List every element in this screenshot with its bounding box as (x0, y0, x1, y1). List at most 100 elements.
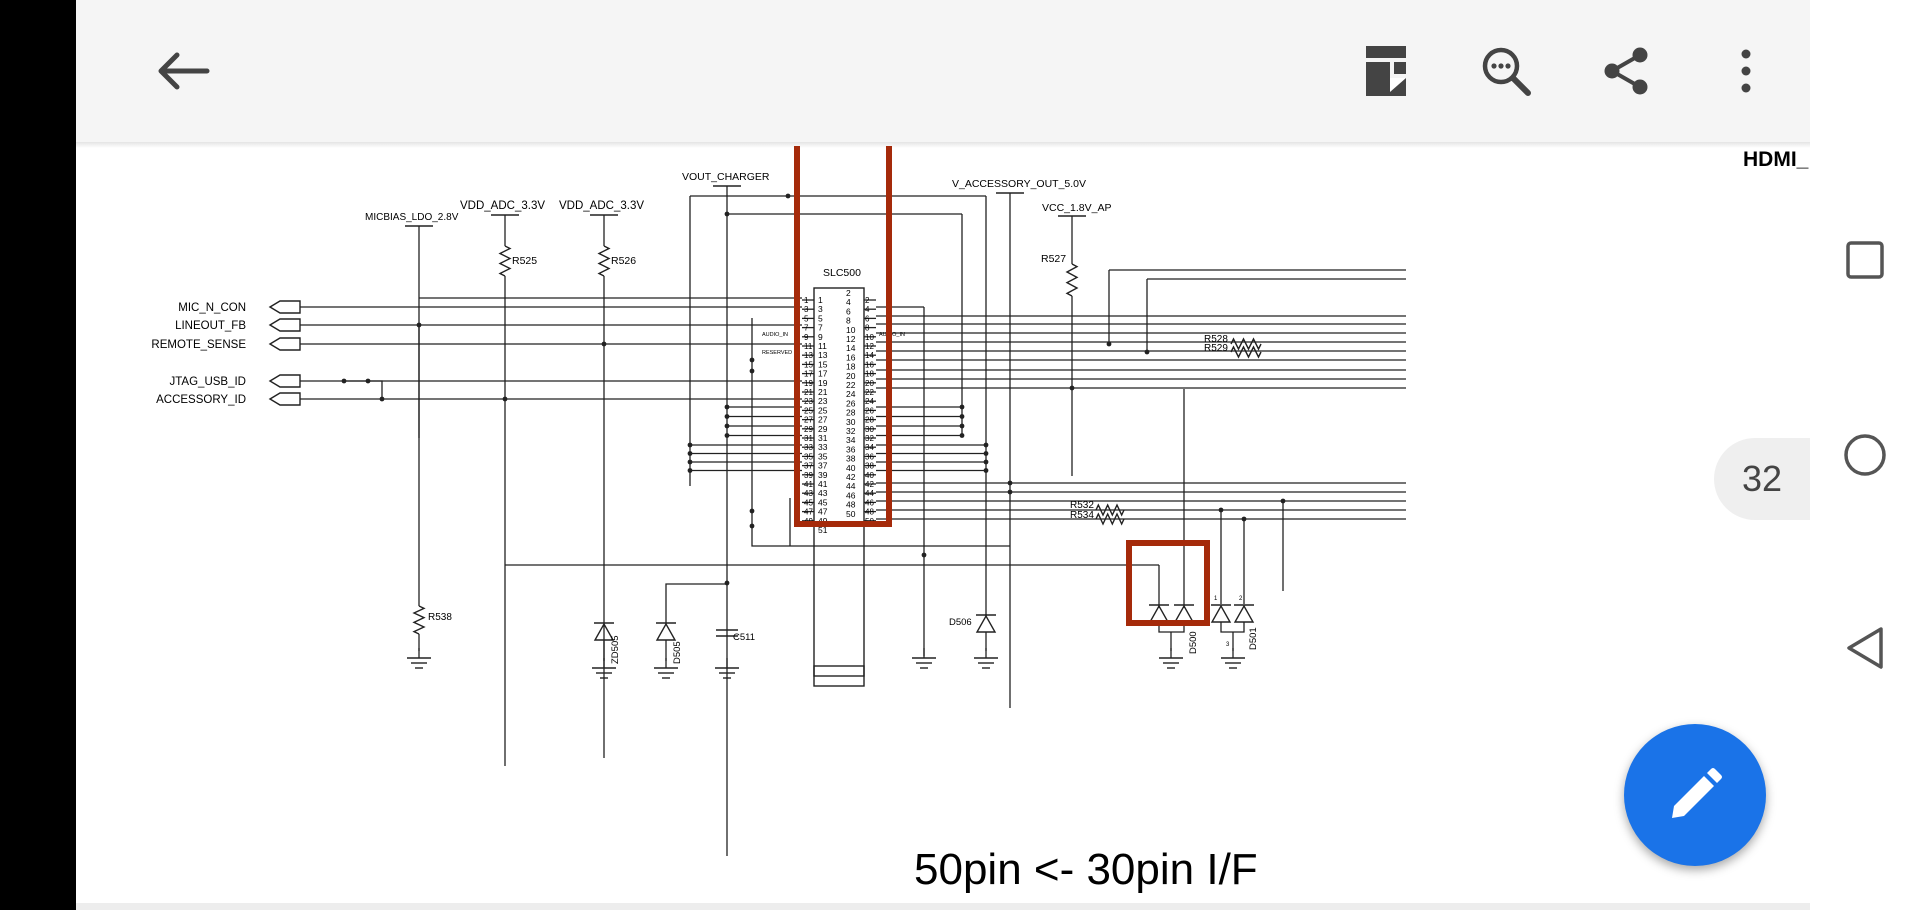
component-label-c511: C511 (733, 632, 755, 643)
ic-pin-left: 39 (818, 470, 828, 480)
resistor-label-r526: R526 (611, 255, 636, 267)
page-caption: 50pin <- 30pin I/F (914, 845, 1258, 894)
ic-pin-left: 7 (818, 323, 823, 333)
component-label-d501: D501 (1248, 627, 1259, 650)
ic-pin-left-outer: 43 (804, 489, 813, 498)
ic-pin-right-outer: 26 (865, 406, 874, 415)
nav-back-button[interactable] (1825, 608, 1905, 688)
ic-pin-right-outer: 30 (865, 425, 874, 434)
ic-pin-right-outer: 36 (865, 452, 874, 461)
connector-label-remote-sense: REMOTE_SENSE (151, 339, 246, 351)
ic-pin-left: 9 (818, 332, 823, 342)
ic-pin-right: 10 (846, 325, 856, 335)
component-label-zd505: ZD505 (610, 635, 621, 664)
ic-pin-left: 5 (818, 313, 823, 323)
ic-pin-left: 51 (818, 525, 828, 535)
back-button[interactable] (148, 35, 220, 107)
resistor-label-r529: R529 (1204, 343, 1228, 354)
edit-fab-button[interactable] (1624, 724, 1766, 866)
ic-pin-left-outer: 23 (804, 397, 813, 406)
ic-pin-right: 40 (846, 463, 856, 473)
ic-pin-right-outer: 34 (865, 443, 874, 452)
more-options-button[interactable] (1710, 35, 1782, 107)
highlight-box-diodes (1126, 540, 1210, 626)
ic-pin-left-outer: 3 (804, 305, 809, 314)
ic-pin-right: 20 (846, 371, 856, 381)
system-nav-bar (1810, 0, 1920, 910)
ic-pin-left: 21 (818, 387, 828, 397)
home-button[interactable] (1825, 415, 1905, 495)
ic-pin-left-outer: 13 (804, 351, 813, 360)
ic-pin-left-outer: 35 (804, 452, 813, 461)
connector-label-lineout-fb: LINEOUT_FB (175, 320, 246, 332)
share-icon (1604, 47, 1648, 95)
ic-pin-right-outer: 40 (865, 471, 874, 480)
net-label-vout-charger: VOUT_CHARGER (682, 171, 770, 183)
ic-pin-left: 19 (818, 378, 828, 388)
page-number-badge[interactable]: 32 (1714, 438, 1810, 520)
ic-pin-right: 46 (846, 490, 856, 500)
ic-pin-right-outer: 46 (865, 498, 874, 507)
resistor-label-r538: R538 (428, 612, 452, 623)
ic-pin-right: 36 (846, 444, 856, 454)
ic-pin-left: 45 (818, 497, 828, 507)
ic-pin-right: 44 (846, 481, 856, 491)
ic-pin-left-outer: 11 (804, 342, 813, 351)
ic-pin-right: 16 (846, 352, 856, 362)
net-label-micbias: MICBIAS_LDO_2.8V (365, 212, 459, 223)
diode-pin-3: 3 (1226, 642, 1230, 648)
ic-pin-left: 17 (818, 369, 828, 379)
ic-pin-left-outer: 9 (804, 333, 809, 342)
ic-pin-left-outer: 45 (804, 498, 813, 507)
net-label-vdd-adc-1: VDD_ADC_3.3V (460, 200, 545, 212)
top-toolbar (76, 0, 1810, 142)
pin-note-reserved: RESERVED (762, 350, 792, 356)
ic-pin-left: 35 (818, 451, 828, 461)
component-label-d505: D505 (672, 641, 683, 664)
ic-pin-right-outer: 20 (865, 379, 874, 388)
component-label-d500: D500 (1188, 631, 1199, 654)
ic-pin-right: 32 (846, 426, 856, 436)
ic-pin-left-outer: 5 (804, 314, 809, 323)
back-arrow-icon (158, 52, 210, 90)
share-button[interactable] (1590, 35, 1662, 107)
ic-pin-right-outer: 44 (865, 489, 874, 498)
ic-pin-left-outer: 29 (804, 425, 813, 434)
ic-pin-left: 15 (818, 359, 828, 369)
ic-pin-left-outer: 33 (804, 443, 813, 452)
connector-label-jtag-usb-id: JTAG_USB_ID (170, 376, 246, 388)
component-label-d506: D506 (949, 617, 972, 628)
document-mode-button[interactable] (1350, 35, 1422, 107)
ic-pin-right: 4 (846, 297, 851, 307)
recents-button[interactable] (1825, 220, 1905, 300)
ic-body-slc500 (813, 287, 865, 677)
ic-pin-right: 24 (846, 389, 856, 399)
ic-pin-right-outer: 8 (865, 324, 870, 333)
ic-pin-left: 13 (818, 350, 828, 360)
ic-pin-left: 27 (818, 415, 828, 425)
ic-pin-right-outer: 48 (865, 508, 874, 517)
ic-pin-right-outer: 10 (865, 333, 874, 342)
search-button[interactable] (1470, 35, 1542, 107)
toolbar-shadow (76, 142, 1810, 148)
ic-pin-left: 23 (818, 396, 828, 406)
ic-pin-right-outer: 42 (865, 480, 874, 489)
ic-pin-right-outer: 24 (865, 397, 874, 406)
ic-pin-right-outer: 18 (865, 370, 874, 379)
ic-pin-right: 48 (846, 500, 856, 510)
ic-pin-left-outer: 1 (804, 296, 809, 305)
resistor-label-r532: R532 (1070, 500, 1094, 511)
ic-pin-left-outer: 27 (804, 416, 813, 425)
ic-pin-right: 42 (846, 472, 856, 482)
ic-pin-right-outer: 22 (865, 388, 874, 397)
ic-pin-left-outer: 31 (804, 434, 813, 443)
net-label-vdd-adc-2: VDD_ADC_3.3V (559, 200, 644, 212)
diode-pin-2: 2 (1239, 596, 1243, 602)
more-vert-icon (1741, 49, 1751, 93)
ic-pin-left-outer: 15 (804, 360, 813, 369)
ic-pin-left: 3 (818, 304, 823, 314)
resistor-label-r525: R525 (512, 255, 537, 267)
search-icon (1482, 47, 1531, 96)
